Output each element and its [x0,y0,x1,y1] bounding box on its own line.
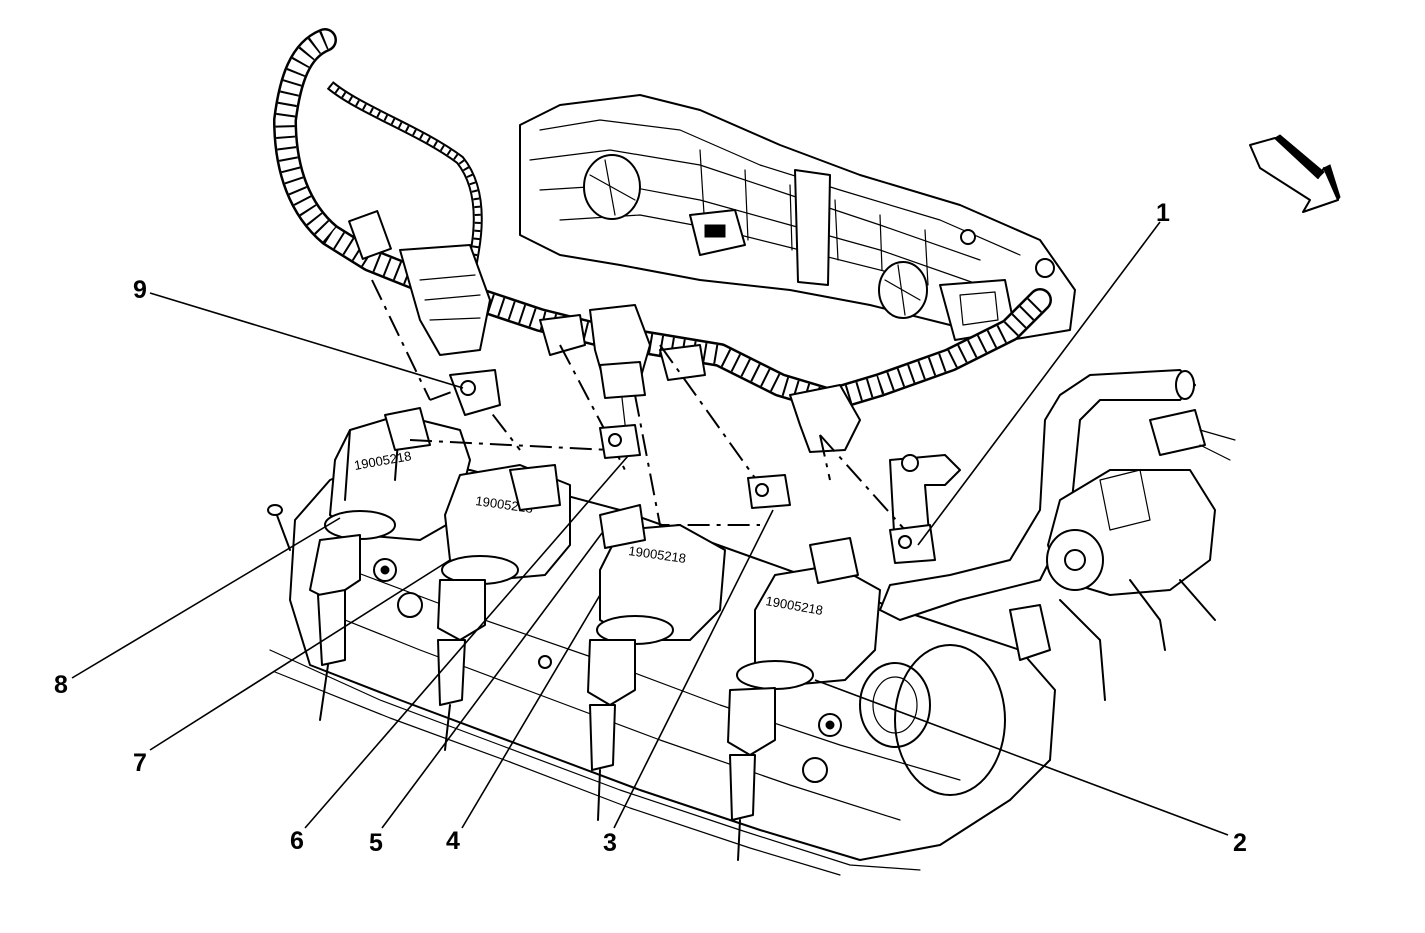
callout-leader-lines [71,221,1229,836]
callout-2: 2 [1233,829,1247,857]
ignition-coil-3: 19005218 [587,504,726,821]
ignition-coil-4: 19005218 [727,537,881,861]
callout-3: 3 [603,829,617,857]
callout-4: 4 [446,827,460,855]
leader-3 [613,509,774,829]
leader-8 [71,517,341,679]
leader-6 [304,455,629,829]
leader-2 [814,679,1229,836]
intake-manifold [519,94,1076,341]
callout-9: 9 [133,276,147,304]
leader-1 [917,221,1161,546]
callout-6: 6 [290,827,304,855]
leader-5 [381,532,603,829]
harness-retainers [449,369,936,564]
leader-7 [149,559,451,751]
callout-1: 1 [1156,199,1170,227]
leader-9 [149,292,464,389]
callout-7: 7 [133,749,147,777]
callout-8: 8 [54,671,68,699]
coolant-tube-and-sensor [879,369,1236,701]
leader-4 [461,594,601,829]
callout-5: 5 [369,829,383,857]
ignition-coil-2: 19005218 [437,464,571,751]
wiring-harness [273,28,1052,453]
ignition-coil-1: 19005218 [309,407,471,721]
coil-mounting-stud [267,504,291,551]
front-direction-arrow-icon [1249,134,1341,213]
